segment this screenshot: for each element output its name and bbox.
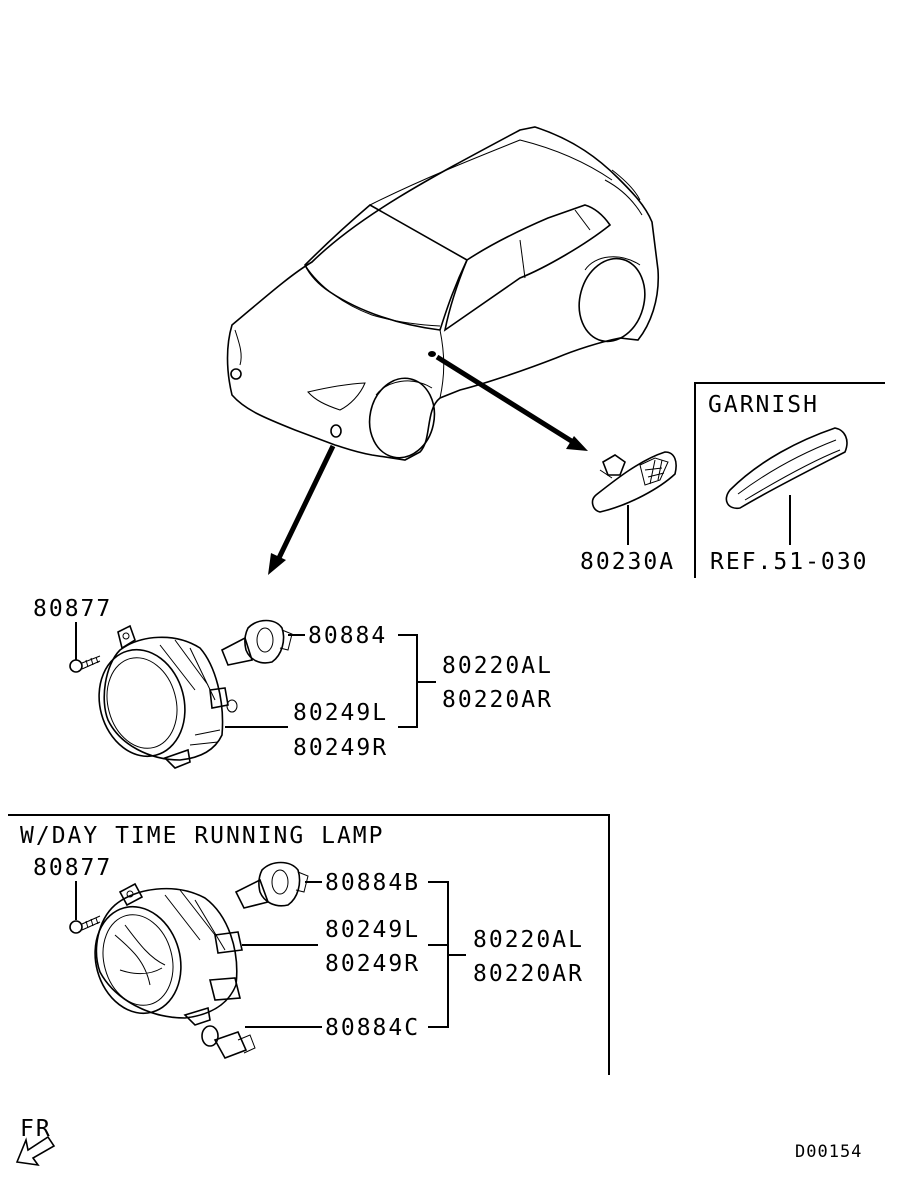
bulb-80884	[220, 619, 293, 666]
diagram-code: D00154	[795, 1142, 862, 1162]
direction-arrow-icon	[15, 1135, 56, 1167]
vehicle-illustration	[226, 126, 660, 461]
label-80220AR-b: 80220AR	[473, 961, 584, 987]
fog-lamp-drl	[94, 882, 243, 1026]
label-80884B: 80884B	[325, 870, 420, 896]
direction-label: FR	[20, 1116, 52, 1142]
label-80877-b: 80877	[33, 855, 112, 881]
label-80249R-b: 80249R	[325, 951, 420, 977]
arrow-to-side-marker	[435, 354, 588, 451]
label-80877-a: 80877	[33, 596, 112, 622]
garnish-box: GARNISH REF.51-030	[694, 382, 885, 578]
label-80884: 80884	[308, 623, 387, 649]
fog-lamp-standard	[98, 624, 238, 769]
drl-box: W/DAY TIME RUNNING LAMP	[8, 814, 610, 1075]
label-80230A: 80230A	[580, 549, 675, 575]
screw-80877-b	[69, 915, 101, 934]
drl-title: W/DAY TIME RUNNING LAMP	[20, 823, 385, 849]
bulb-80884C	[201, 1025, 256, 1059]
label-80884C: 80884C	[325, 1015, 420, 1041]
arrow-to-fog-lamp	[268, 444, 336, 575]
label-80249L-b: 80249L	[325, 917, 420, 943]
label-80249L-a: 80249L	[293, 700, 388, 726]
label-80249R-a: 80249R	[293, 735, 388, 761]
bulb-80884B	[234, 861, 309, 909]
garnish-ref: REF.51-030	[710, 549, 868, 575]
label-80220AL-a: 80220AL	[442, 653, 553, 679]
side-marker-lamp	[591, 451, 677, 513]
garnish-part	[725, 427, 848, 510]
label-80220AR-a: 80220AR	[442, 687, 553, 713]
garnish-title: GARNISH	[708, 392, 819, 418]
screw-80877-a	[69, 655, 101, 673]
label-80220AL-b: 80220AL	[473, 927, 584, 953]
